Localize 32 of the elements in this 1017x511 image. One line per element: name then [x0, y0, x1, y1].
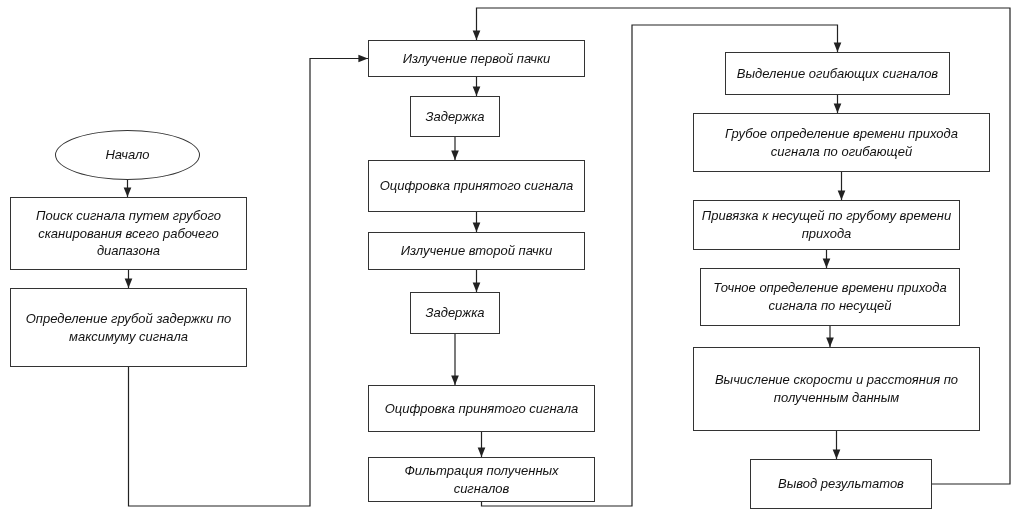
process-box: Оцифровка принятого сигнала [368, 160, 585, 212]
arrow [472, 7, 1011, 485]
arrow [480, 24, 842, 507]
process-box: Излучение первой пачки [368, 40, 585, 77]
arrow [124, 269, 133, 289]
process-box: Излучение второй пачки [368, 232, 585, 270]
arrow [127, 54, 369, 507]
process-box: Точное определение времени прихода сигнала по несущей [700, 268, 960, 326]
arrow [826, 325, 834, 348]
process-box: Вывод результатов [750, 459, 932, 509]
process-box: Привязка к несущей по грубому времени прихода [693, 200, 960, 250]
arrow [451, 136, 459, 161]
arrow [822, 249, 831, 269]
process-box: Выделение огибающих сигналов [725, 52, 950, 95]
process-box: Оцифровка принятого сигнала [368, 385, 595, 432]
arrow [837, 171, 846, 201]
arrow [123, 179, 132, 198]
arrow [472, 76, 481, 97]
arrow [472, 211, 481, 233]
arrow [832, 430, 841, 460]
arrow [472, 269, 481, 293]
arrow [477, 431, 486, 458]
arrow [451, 333, 459, 386]
process-box: Фильтрация полученных сигналов [368, 457, 595, 502]
arrow [833, 94, 842, 114]
process-box: Вычисление скорости и расстояния по полученным данным [693, 347, 980, 431]
process-box: Поиск сигнала путем грубого сканирования всего рабочего диапазона [10, 197, 247, 270]
process-box: Грубое определение времени прихода сигнала по огибающей [693, 113, 990, 172]
start-ellipse: Начало [55, 130, 200, 180]
process-box: Задержка [410, 96, 500, 137]
process-box: Задержка [410, 292, 500, 334]
process-box: Определение грубой задержки по максимуму сигнала [10, 288, 247, 367]
